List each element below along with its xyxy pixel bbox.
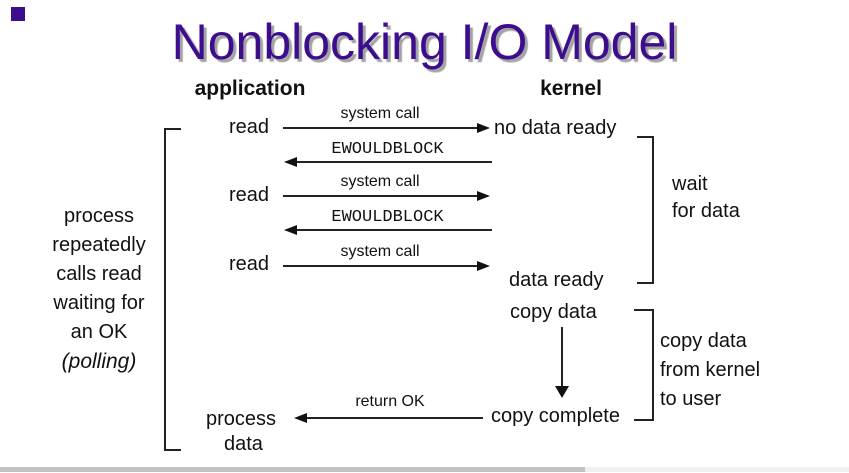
process-data-label: data bbox=[224, 433, 263, 455]
wait-bracket bbox=[637, 136, 654, 284]
copy-data-down-arrow bbox=[561, 327, 563, 387]
left-annotation: process repeatedly calls read waiting fo… bbox=[36, 202, 162, 376]
left-arrowhead-icon bbox=[284, 157, 297, 167]
column-header-application: application bbox=[194, 77, 306, 100]
copy-bracket bbox=[634, 309, 654, 421]
down-arrowhead-icon bbox=[555, 386, 569, 398]
slide-title: Nonblocking I/O Model bbox=[171, 14, 678, 70]
wait-annotation-line: for data bbox=[672, 200, 740, 222]
right-arrowhead-icon bbox=[477, 191, 490, 201]
left-annotation-line: an OK bbox=[70, 321, 128, 343]
left-arrowhead-icon bbox=[284, 225, 297, 235]
corner-accent-square bbox=[11, 7, 25, 21]
return-ok-label: return OK bbox=[355, 393, 425, 410]
read-label-3: read bbox=[228, 253, 270, 275]
ewouldblock-arrow-2 bbox=[297, 229, 492, 231]
right-arrowhead-icon bbox=[477, 261, 490, 271]
copy-annotation-line: to user bbox=[660, 388, 722, 410]
return-ok-arrow bbox=[307, 417, 483, 419]
left-annotation-polling: (polling) bbox=[61, 350, 137, 373]
process-label: process bbox=[206, 408, 277, 430]
copy-annotation-line: from kernel bbox=[660, 359, 761, 381]
ewouldblock-label-2: EWOULDBLOCK bbox=[331, 208, 444, 227]
system-call-label-3: system call bbox=[340, 243, 420, 260]
read-label-2: read bbox=[228, 184, 270, 206]
copy-annotation-line: copy data bbox=[660, 330, 747, 352]
copy-data-label: copy data bbox=[510, 301, 597, 323]
system-call-label-2: system call bbox=[340, 173, 420, 190]
ewouldblock-label-1: EWOULDBLOCK bbox=[331, 140, 444, 159]
left-arrowhead-icon bbox=[294, 413, 307, 423]
no-data-ready-label: no data ready bbox=[494, 117, 617, 139]
horizontal-scrollbar-thumb[interactable] bbox=[0, 467, 585, 472]
left-annotation-line: calls read bbox=[56, 263, 142, 285]
read-label-1: read bbox=[228, 116, 270, 138]
system-call-label-1: system call bbox=[340, 105, 420, 122]
system-call-arrow-3 bbox=[283, 265, 477, 267]
column-header-kernel: kernel bbox=[540, 77, 602, 100]
wait-annotation-line: wait bbox=[672, 173, 708, 195]
ewouldblock-arrow-1 bbox=[297, 161, 492, 163]
wait-annotation: wait for data bbox=[672, 171, 740, 225]
copy-complete-label: copy complete bbox=[491, 405, 620, 427]
data-ready-label: data ready bbox=[509, 269, 604, 291]
right-arrowhead-icon bbox=[477, 123, 490, 133]
left-annotation-line: waiting for bbox=[53, 292, 145, 314]
left-annotation-line: repeatedly bbox=[52, 234, 146, 256]
system-call-arrow-1 bbox=[283, 127, 477, 129]
left-bracket bbox=[164, 128, 181, 451]
copy-annotation: copy data from kernel to user bbox=[660, 327, 760, 414]
left-annotation-line: process bbox=[63, 205, 135, 227]
system-call-arrow-2 bbox=[283, 195, 477, 197]
